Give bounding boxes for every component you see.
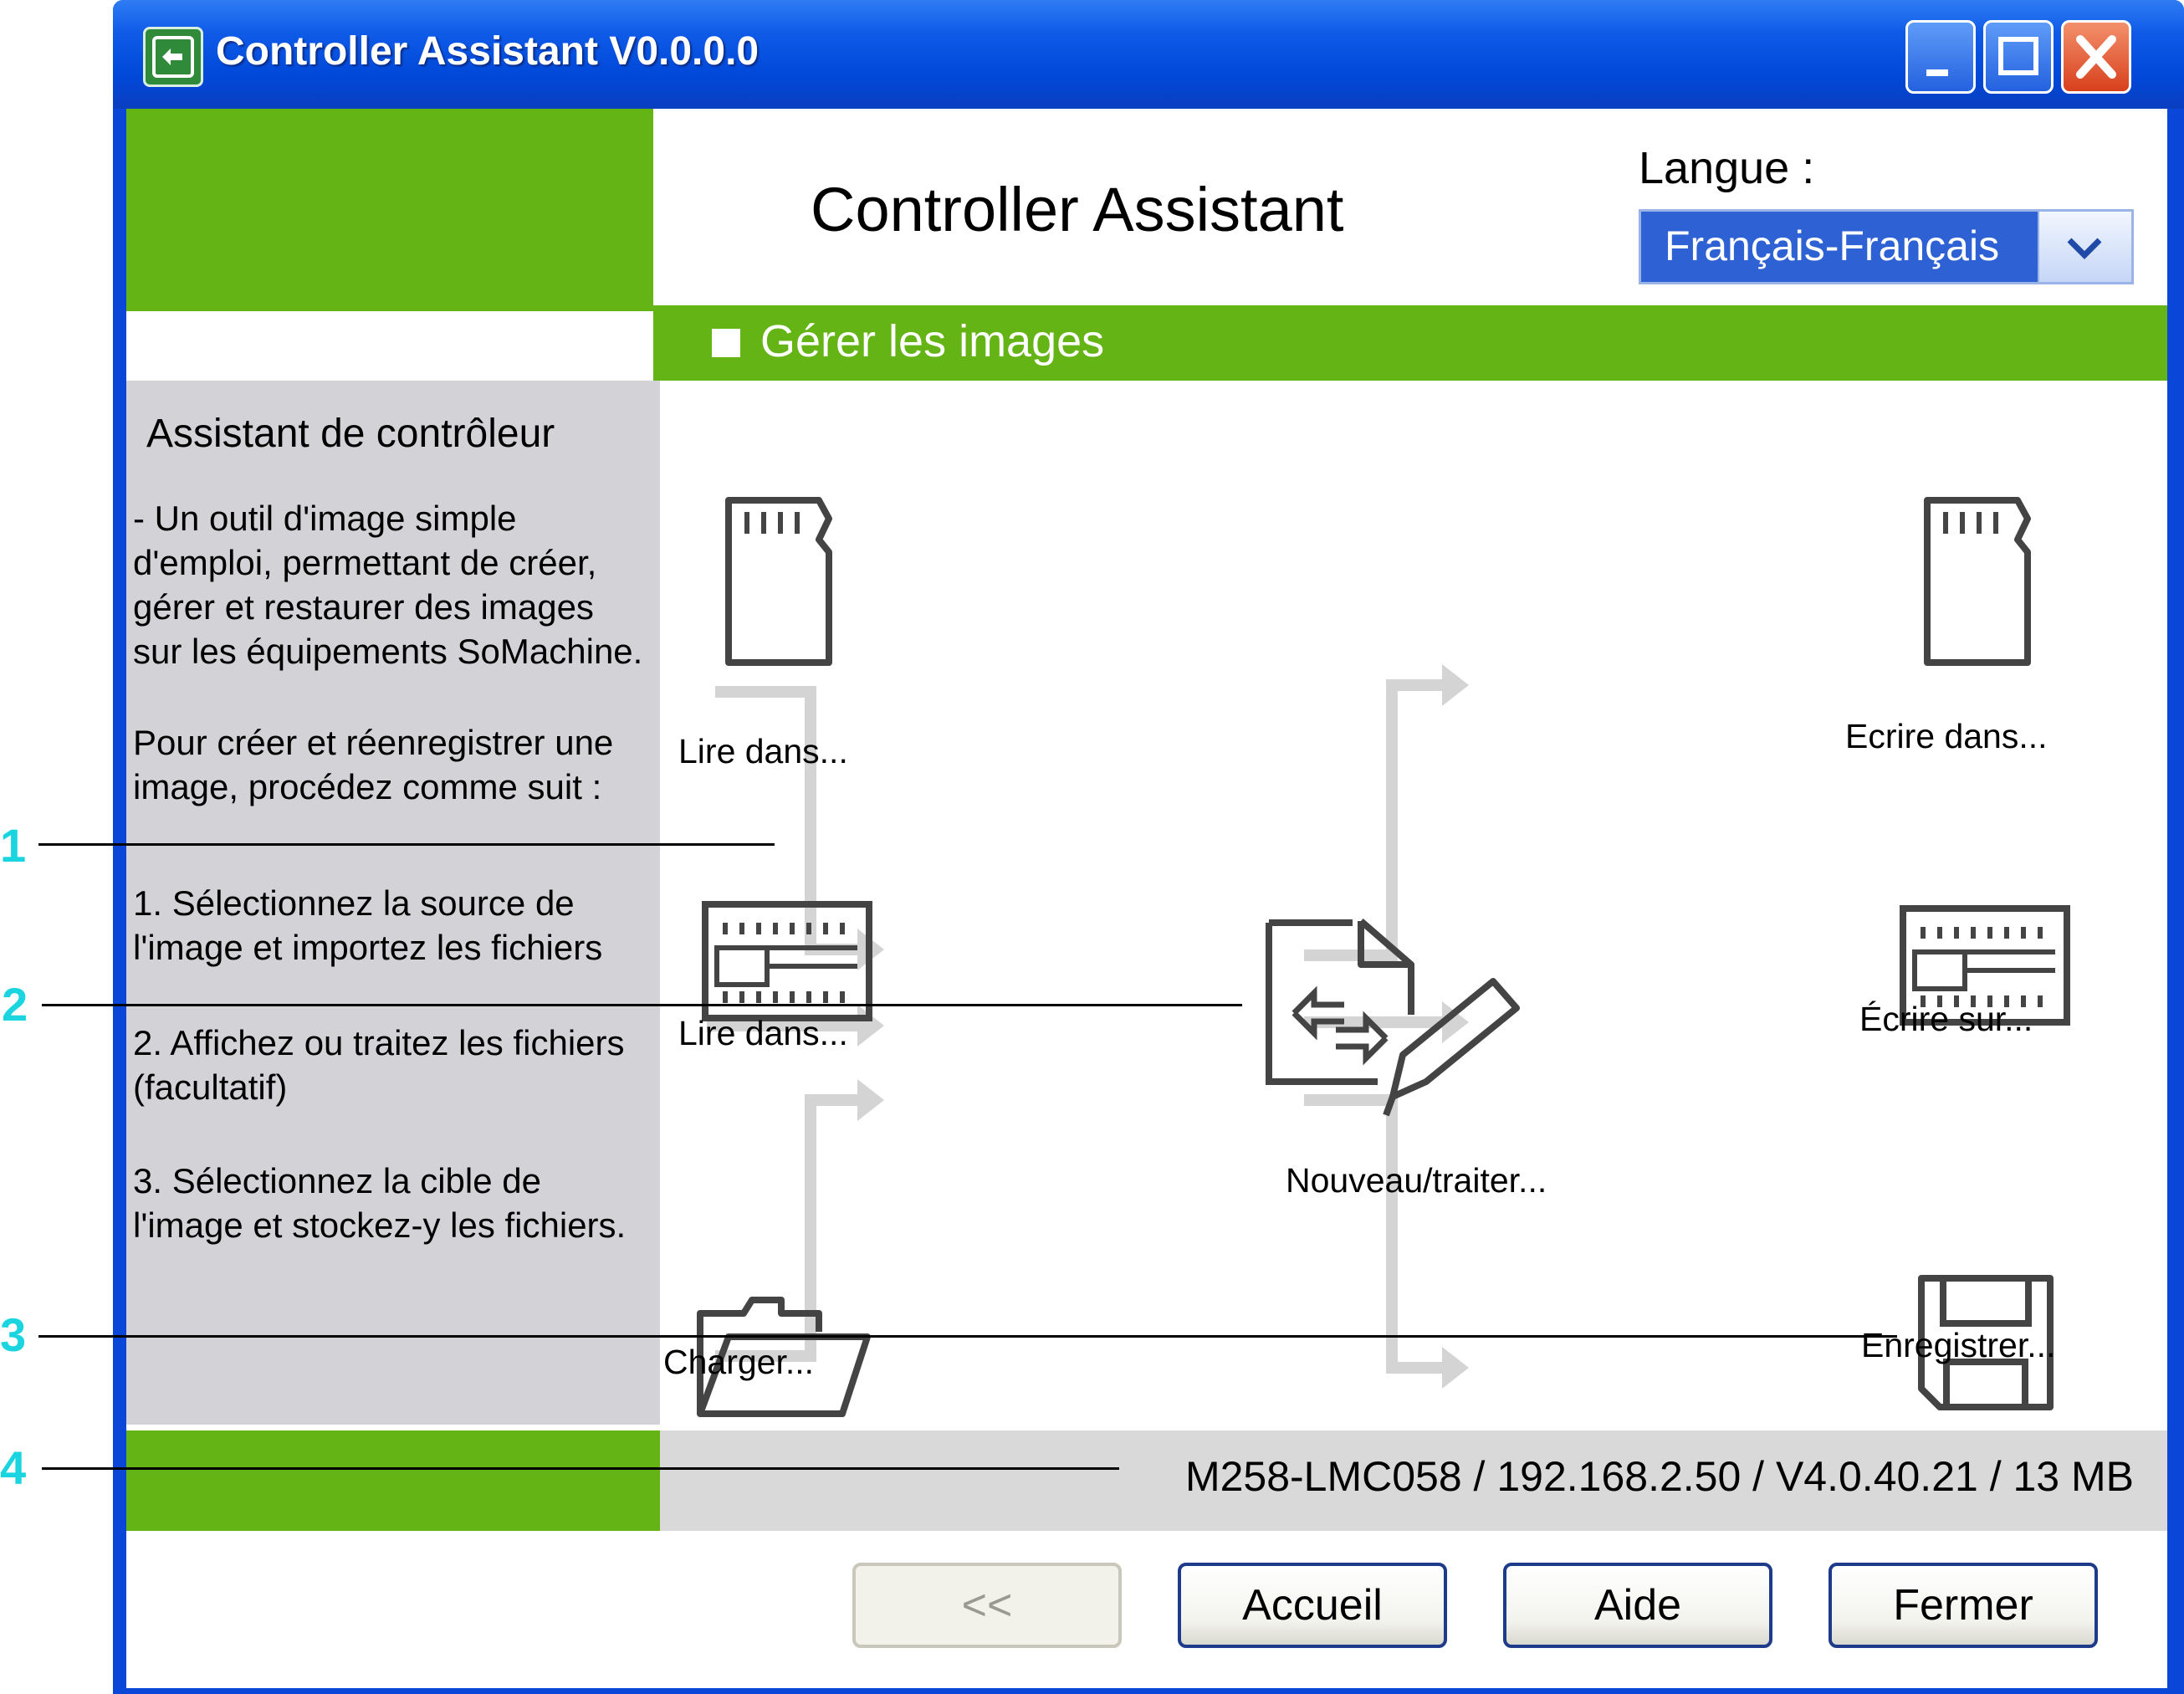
- header-accent: [126, 109, 653, 311]
- status-bar: M258-LMC058 / 192.168.2.50 / V4.0.40.21 …: [660, 1430, 2167, 1531]
- step-line: 3. Sélectionnez la cible de: [133, 1161, 541, 1200]
- callout-line-1: [38, 843, 775, 846]
- callout-number-4: 4: [0, 1441, 27, 1494]
- app-icon: [143, 27, 203, 87]
- procedure-line: image, procédez comme suit :: [133, 767, 602, 806]
- sidebar-heading: Assistant de contrôleur: [146, 412, 555, 456]
- sidebar-intro: - Un outil d'image simple d'emploi, perm…: [133, 496, 642, 673]
- intro-line: d'emploi, permettant de créer,: [133, 543, 597, 582]
- callout-number-2: 2: [2, 978, 28, 1031]
- status-accent: [126, 1430, 660, 1531]
- sd-card-icon[interactable]: [720, 494, 837, 673]
- step-line: 1. Sélectionnez la source de: [133, 883, 575, 923]
- client-area: Controller Assistant Langue : Français-F…: [126, 109, 2167, 1688]
- maximize-button[interactable]: [1983, 20, 2054, 94]
- read-controller-label[interactable]: Lire dans...: [678, 1014, 848, 1052]
- callout-line-3: [38, 1335, 1897, 1338]
- step-line: 2. Affichez ou traitez les fichiers: [133, 1023, 625, 1062]
- square-icon: [712, 329, 740, 357]
- step-1: 1. Sélectionnez la source de l'image et …: [133, 881, 602, 970]
- minimize-button[interactable]: [1905, 20, 1976, 94]
- app-window: Controller Assistant V0.0.0.0 Controller…: [113, 0, 2184, 1694]
- sidebar-description: Assistant de contrôleur - Un outil d'ima…: [126, 381, 660, 1425]
- language-select[interactable]: Français-Français: [1639, 209, 2134, 284]
- intro-line: - Un outil d'image simple: [133, 499, 517, 538]
- save-label[interactable]: Enregistrer...: [1861, 1326, 2056, 1364]
- controller-icon[interactable]: [1898, 903, 2074, 1033]
- controller-icon[interactable]: [700, 899, 876, 1029]
- section-header: Gérer les images: [653, 305, 2167, 381]
- title-bar[interactable]: Controller Assistant V0.0.0.0: [113, 0, 2184, 109]
- back-button[interactable]: <<: [852, 1563, 1122, 1648]
- step-line: l'image et stockez-y les fichiers.: [133, 1205, 627, 1245]
- sidebar-procedure: Pour créer et réenregistrer une image, p…: [133, 720, 613, 809]
- language-label: Langue :: [1639, 143, 1815, 193]
- language-select-value: Français-Français: [1665, 223, 2000, 269]
- chevron-down-icon[interactable]: [2038, 212, 2131, 282]
- new-process-label[interactable]: Nouveau/traiter...: [1286, 1161, 1547, 1200]
- callout-number-1: 1: [0, 819, 27, 872]
- step-line: l'image et importez les fichiers: [133, 928, 603, 967]
- load-label[interactable]: Charger...: [663, 1343, 815, 1381]
- close-window-button[interactable]: [2061, 20, 2131, 94]
- floppy-disk-icon[interactable]: [1915, 1272, 2057, 1418]
- procedure-line: Pour créer et réenregistrer une: [133, 723, 614, 762]
- device-status: M258-LMC058 / 192.168.2.50 / V4.0.40.21 …: [1184, 1453, 2134, 1500]
- page-title: Controller Assistant: [811, 175, 1344, 244]
- read-sd-label[interactable]: Lire dans...: [678, 732, 848, 770]
- write-controller-label[interactable]: Écrire sur...: [1859, 1000, 2033, 1038]
- help-button[interactable]: Aide: [1503, 1563, 1772, 1648]
- section-title: Gérer les images: [760, 316, 1105, 366]
- edit-document-icon[interactable]: [1261, 914, 1528, 1136]
- workflow-panel: Lire dans... Lire dans... Charger... Nou…: [660, 381, 2167, 1425]
- callout-number-3: 3: [0, 1308, 27, 1361]
- window-title: Controller Assistant V0.0.0.0: [216, 29, 760, 74]
- home-button[interactable]: Accueil: [1178, 1563, 1447, 1648]
- callout-line-2: [42, 1004, 1242, 1006]
- callout-line-4: [42, 1467, 1119, 1470]
- close-button[interactable]: Fermer: [1829, 1563, 2098, 1648]
- intro-line: gérer et restaurer des images: [133, 587, 594, 627]
- sd-card-icon[interactable]: [1919, 494, 2036, 673]
- write-sd-label[interactable]: Ecrire dans...: [1845, 717, 2048, 755]
- step-2: 2. Affichez ou traitez les fichiers (fac…: [133, 1021, 625, 1109]
- step-3: 3. Sélectionnez la cible de l'image et s…: [133, 1159, 626, 1247]
- step-line: (facultatif): [133, 1067, 288, 1107]
- intro-line: sur les équipements SoMachine.: [133, 632, 643, 671]
